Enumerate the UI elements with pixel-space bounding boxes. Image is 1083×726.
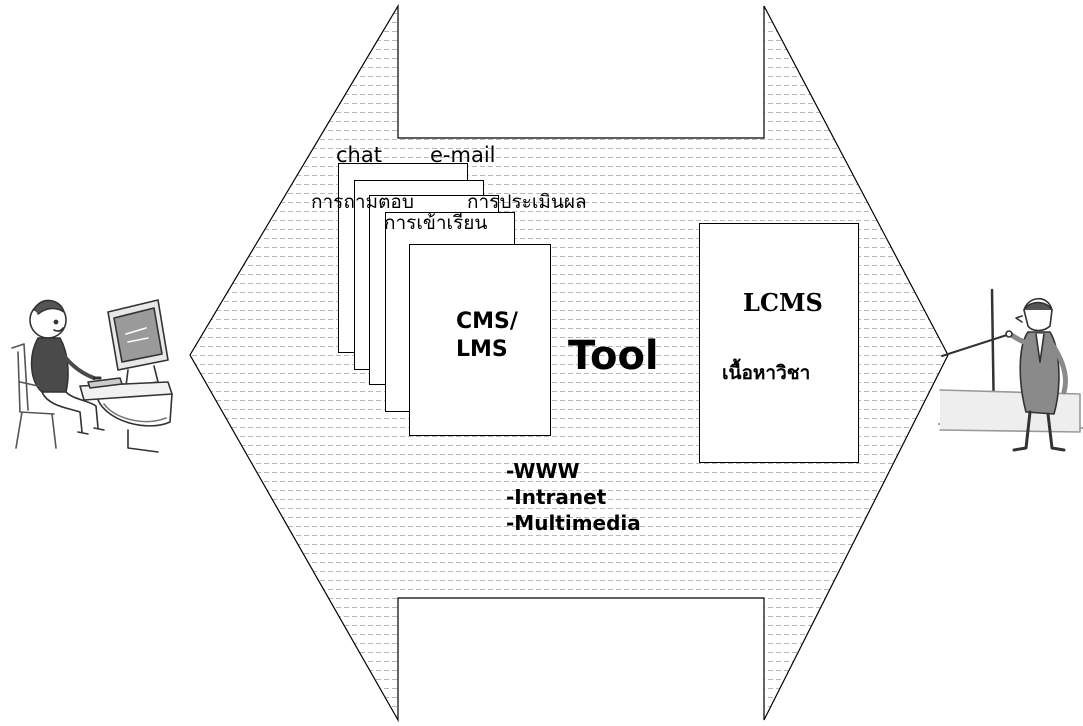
tech-intranet: -Intranet [506, 485, 607, 509]
label-qa: การถามตอบ [311, 191, 414, 213]
student-at-computer-icon [11, 299, 173, 453]
label-cms: CMS/ [456, 309, 518, 334]
label-content: เนื้อหาวิชา [722, 362, 811, 384]
label-lms: LMS [456, 337, 508, 362]
label-tool: Tool [568, 333, 659, 379]
label-email: e-mail [430, 143, 496, 167]
teacher-with-pointer-icon [938, 288, 1083, 452]
label-evaluation: การประเมินผล [467, 191, 587, 213]
tech-www: -WWW [506, 459, 580, 483]
label-chat: chat [336, 143, 382, 167]
label-lcms: LCMS [743, 288, 823, 317]
page-cms-lms [409, 244, 551, 436]
tech-list: -WWW -Intranet -Multimedia [506, 458, 641, 536]
lcms-box [699, 223, 859, 463]
label-enroll: การเข้าเรียน [384, 212, 488, 234]
tech-multimedia: -Multimedia [506, 511, 641, 535]
